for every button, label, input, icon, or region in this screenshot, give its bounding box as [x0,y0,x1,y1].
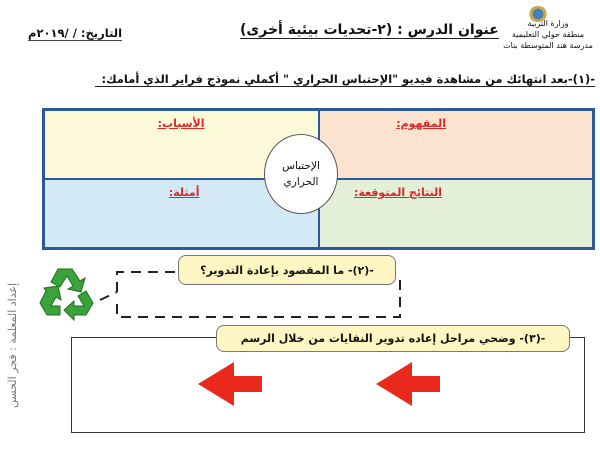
question-3: -(٣)- وضحي مراحل إعاده تدوير النفايات من… [216,325,570,352]
date-field: التاريخ: / /٢٠١٩م [28,26,123,41]
frayer-model: الأسباب: المفهوم: أمثلة: النتائج المتوقع… [42,108,595,250]
arrow-left-icon [198,362,262,406]
prepared-by: إعداد المعلمة : فجر الحسن [6,282,19,408]
district-line: منطقة حولي التعليمية [511,30,585,39]
concept-label: المفهوم: [396,117,446,130]
ministry-emblem [528,6,548,22]
arrow-left-icon [376,362,440,406]
consequences-cell[interactable]: النتائج المتوقعة: [318,179,593,248]
center-term-line: الحراري [283,176,319,188]
consequences-label: النتائج المتوقعة: [353,186,442,199]
center-term: الإحتباس الحراري [264,134,338,214]
ministry-header: وزارة التربية منطقة حولي التعليمية مدرسة… [500,18,596,51]
lesson-title: عنوان الدرس : (٢-تحديات بيئية أخرى) [240,22,499,39]
dashed-answer-area-q2[interactable] [95,260,415,330]
question-1: -(١)-بعد انتهائك من مشاهدة فيديو "الإحتب… [95,72,595,87]
recycle-icon [39,268,94,321]
ministry-line: وزارة التربية [527,19,569,28]
concept-cell[interactable]: المفهوم: [318,110,593,179]
examples-label: أمثلة: [168,186,200,199]
center-term-line: الإحتباس [282,160,320,172]
causes-label: الأسباب: [157,117,205,130]
question-2: -(٢)- ما المقصود بإعادة التدوير؟ [178,255,396,285]
examples-cell[interactable]: أمثلة: [44,179,319,248]
school-line: مدرسة هند المتوسطة بنات [503,41,593,50]
